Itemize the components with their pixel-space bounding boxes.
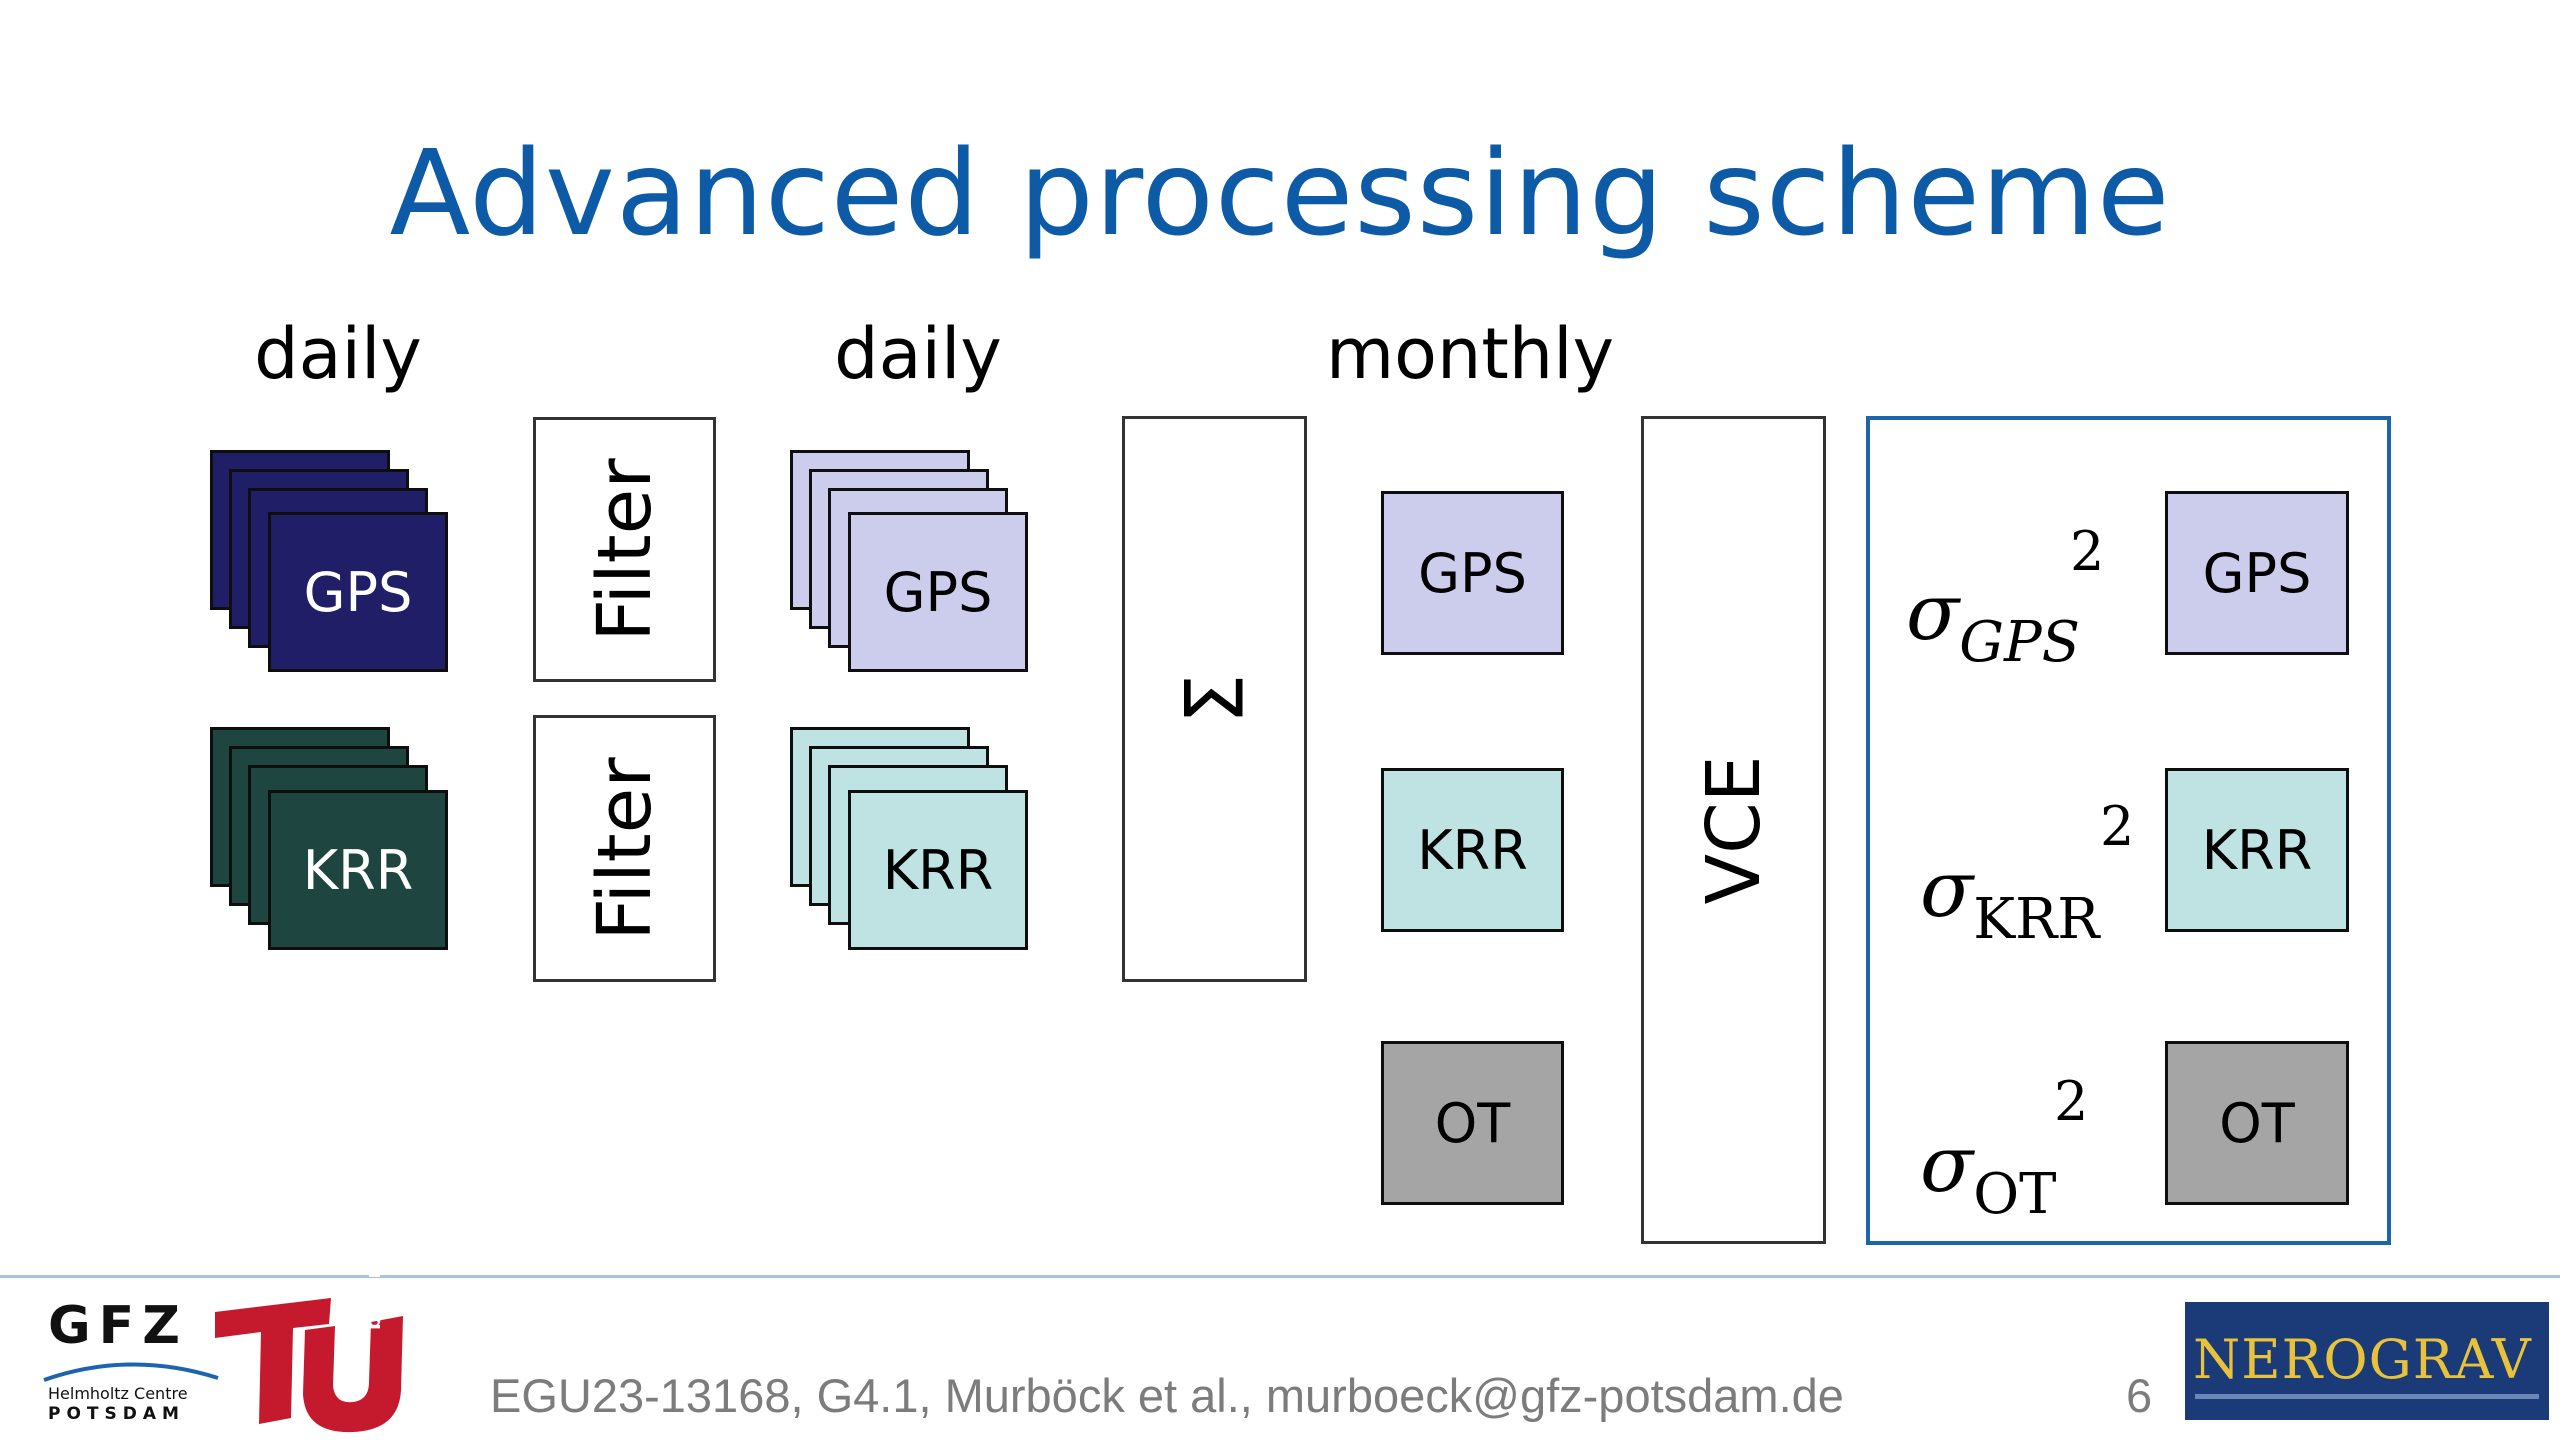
filter-label: Filter [581, 457, 668, 642]
footer-citation: EGU23-13168, G4.1, Murböck et al., murbo… [490, 1369, 1844, 1422]
gfz-logo: GFZ Helmholtz Centre POTSDAM [40, 1290, 220, 1430]
sigma-exponent: 2 [2070, 520, 2105, 583]
page-number: 6 [2126, 1369, 2153, 1422]
card-label: KRR [882, 838, 994, 902]
nerograv-logo: NEROGRAV [2185, 1302, 2549, 1420]
card-label: OT [2219, 1091, 2295, 1155]
sum-box: Σ [1122, 416, 1307, 982]
sigma-ot: σOT [1920, 1120, 2057, 1240]
monthly-krr: KRR [1381, 768, 1564, 932]
sigma-exponent: 2 [2054, 1070, 2089, 1133]
label-daily-raw: daily [254, 313, 422, 395]
card-label: KRR [302, 838, 414, 902]
weighted-gps: GPS [2165, 491, 2349, 655]
stack-card: GPS [848, 512, 1028, 672]
sigma-krr: σKRR [1920, 845, 2099, 965]
gfz-logo-sub2: POTSDAM [48, 1404, 185, 1424]
vce-box: VCE [1641, 416, 1826, 1244]
card-label: GPS [883, 560, 993, 624]
filter-label: Filter [581, 756, 668, 941]
tu-berlin-logo: berlin [213, 1264, 403, 1434]
sigma-gps: σGPS [1906, 568, 2080, 688]
filter-box-bottom: Filter [533, 715, 716, 982]
sigma-symbol: σ [1906, 568, 1960, 658]
sigma-symbol: σ [1920, 1120, 1974, 1210]
gfz-logo-sub1: Helmholtz Centre [48, 1384, 188, 1403]
stack-card: GPS [268, 512, 448, 672]
label-monthly: monthly [1325, 313, 1615, 395]
nerograv-logo-text: NEROGRAV [2193, 1328, 2532, 1391]
card-label: KRR [2201, 818, 2313, 882]
weighted-panel [1866, 416, 2391, 1245]
sigma-subscript: GPS [1959, 610, 2081, 675]
gfz-logo-text: GFZ [48, 1296, 188, 1356]
weighted-krr: KRR [2165, 768, 2349, 932]
weighted-ot: OT [2165, 1041, 2349, 1205]
card-label: GPS [303, 560, 413, 624]
tu-logo-mark [215, 1298, 403, 1433]
sigma-symbol: σ [1920, 845, 1974, 935]
card-label: GPS [2202, 541, 2312, 605]
vce-label: VCE [1690, 755, 1777, 905]
stack-card: KRR [268, 790, 448, 950]
filter-box-top: Filter [533, 417, 716, 682]
stack-card: KRR [848, 790, 1028, 950]
sigma-subscript: KRR [1973, 887, 2100, 952]
sigma-subscript: OT [1973, 1162, 2057, 1227]
sum-symbol: Σ [1168, 673, 1261, 725]
label-daily-filtered: daily [834, 313, 1002, 395]
card-label: GPS [1418, 541, 1527, 605]
monthly-ot: OT [1381, 1041, 1564, 1205]
footer-divider [0, 1275, 2560, 1278]
sigma-exponent: 2 [2100, 795, 2135, 858]
card-label: KRR [1417, 818, 1528, 882]
card-label: OT [1434, 1091, 1511, 1155]
gfz-logo-swoosh [43, 1362, 219, 1382]
tu-logo-text: berlin [361, 1264, 385, 1330]
monthly-gps: GPS [1381, 491, 1564, 655]
nerograv-logo-strip [2195, 1394, 2539, 1399]
slide-title: Advanced processing scheme [389, 124, 2171, 262]
